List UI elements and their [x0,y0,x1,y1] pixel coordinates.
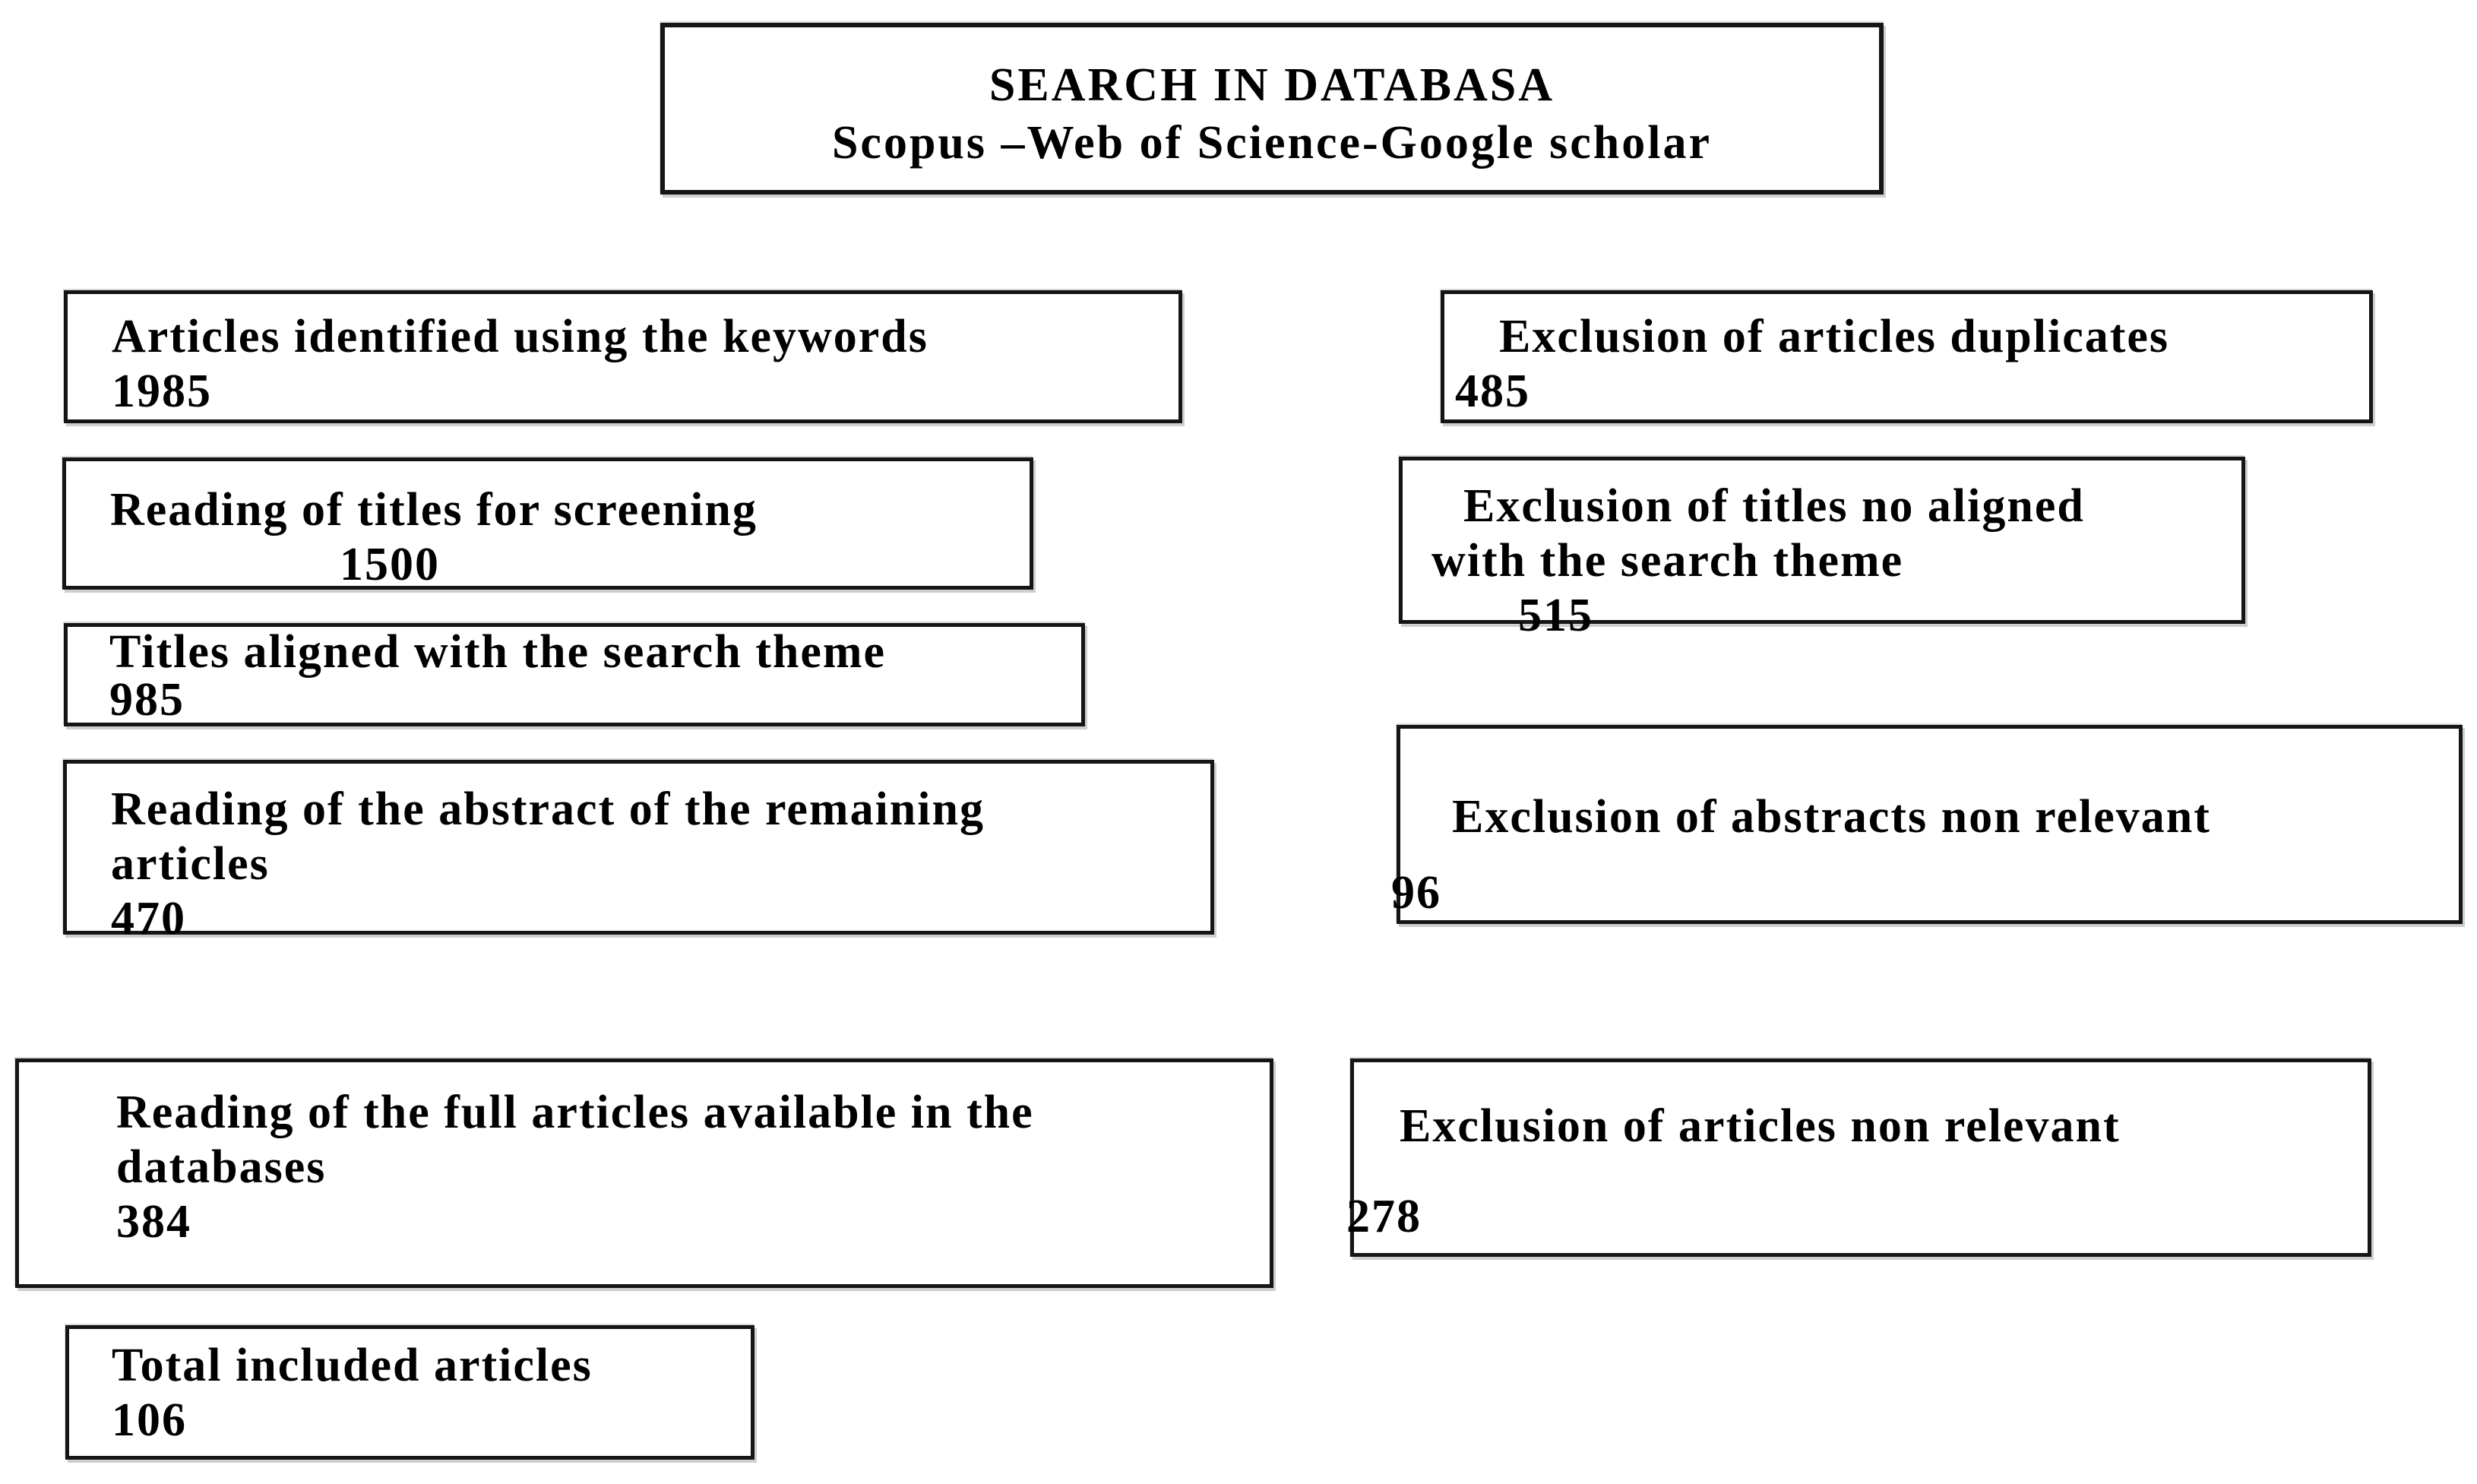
reading-titles-label: Reading of titles for screening [110,484,758,536]
reading-full-articles-label-line1: Reading of the full articles available i… [116,1087,1034,1138]
exclusion-abstracts-label: Exclusion of abstracts non relevant [1452,791,2211,843]
exclusion-titles-count: 515 [1518,590,1593,641]
exclusion-abstracts-count: 96 [1391,867,1441,919]
total-included-count: 106 [112,1394,187,1446]
search-title-line1: SEARCH IN DATABASA [989,59,1555,111]
exclusion-articles-label: Exclusion of articles non relevant [1400,1100,2121,1152]
reading-full-articles-label-line2: databases [116,1141,327,1193]
box-exclusion-abstracts: Exclusion of abstracts non relevant 96 [1391,725,2463,924]
box-total-included: Total included articles 106 [65,1325,754,1460]
reading-abstracts-label-line1: Reading of the abstract of the remaining [111,783,985,835]
titles-aligned-label: Titles aligned with the search theme [109,626,887,678]
reading-abstracts-label-line2: articles [111,838,270,890]
exclusion-duplicates-count: 485 [1455,365,1530,417]
box-reading-full-articles: Reading of the full articles available i… [15,1058,1273,1288]
titles-aligned-count: 985 [109,674,185,726]
exclusion-titles-label-line2: with the search theme [1431,535,1904,587]
exclusion-duplicates-label: Exclusion of articles duplicates [1499,311,2170,362]
exclusion-articles-count: 278 [1346,1191,1422,1242]
reading-titles-count: 1500 [340,539,440,590]
articles-identified-count: 1985 [112,365,212,417]
box-titles-aligned: Titles aligned with the search theme 985 [64,623,1085,726]
articles-identified-label: Articles identified using the keywords [112,311,928,362]
box-exclusion-articles: Exclusion of articles non relevant 278 [1346,1058,2371,1257]
reading-abstracts-count: 470 [111,893,186,945]
box-exclusion-duplicates: Exclusion of articles duplicates 485 [1441,290,2373,423]
reading-full-articles-count: 384 [116,1196,191,1248]
box-reading-titles: Reading of titles for screening 1500 [62,457,1033,590]
box-articles-identified: Articles identified using the keywords 1… [64,290,1182,423]
box-search-in-database: SEARCH IN DATABASA Scopus –Web of Scienc… [660,23,1884,195]
box-exclusion-titles: Exclusion of titles no aligned with the … [1399,457,2245,641]
exclusion-titles-label-line1: Exclusion of titles no aligned [1463,480,2085,532]
search-title-line2: Scopus –Web of Science-Google scholar [831,117,1713,169]
box-reading-abstracts: Reading of the abstract of the remaining… [63,760,1214,945]
total-included-label: Total included articles [112,1340,593,1391]
